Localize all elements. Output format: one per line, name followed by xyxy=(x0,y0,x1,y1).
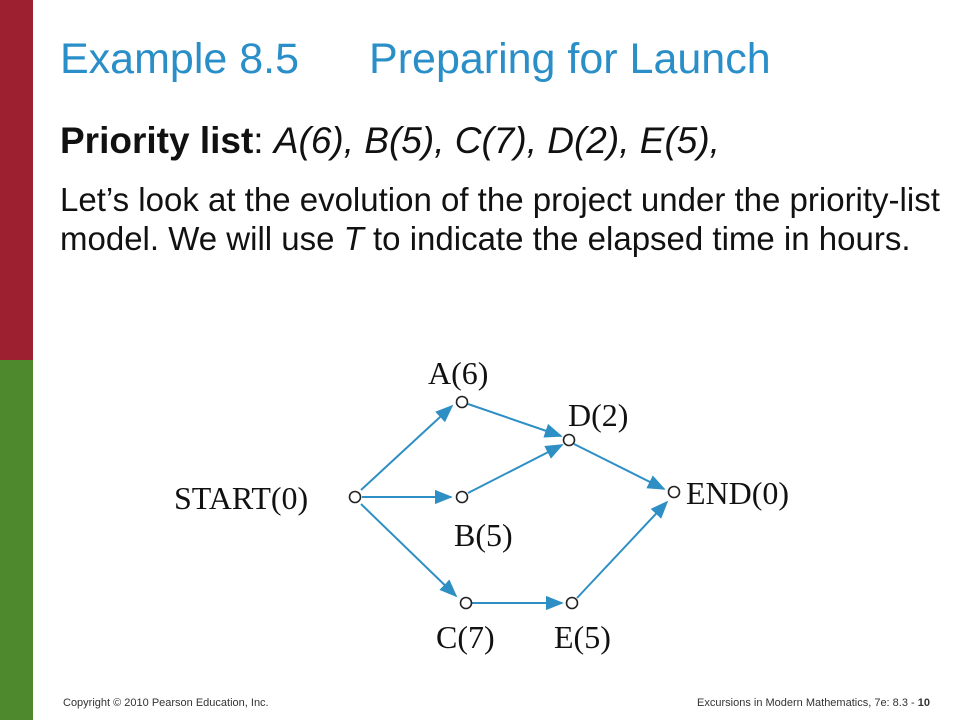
label-start: START(0) xyxy=(174,480,308,516)
label-a: A(6) xyxy=(428,355,488,391)
edge-start-c xyxy=(360,503,458,598)
priority-colon: : xyxy=(253,120,264,161)
body-part1: Let’s look at the evolution of the proje… xyxy=(60,181,940,257)
node-end xyxy=(667,485,681,499)
footer-page-number: 10 xyxy=(917,697,930,709)
edge-d-end xyxy=(573,443,666,490)
label-b: B(5) xyxy=(454,517,513,553)
priority-list-line: Priority list: A(6), B(5), C(7), D(2), E… xyxy=(60,120,720,162)
footer-book-info: Excursions in Modern Mathematics, 7e: 8.… xyxy=(697,697,930,709)
node-d xyxy=(562,433,576,447)
body-italic-t: T xyxy=(343,220,364,257)
footer-copyright: Copyright © 2010 Pearson Education, Inc. xyxy=(63,697,269,709)
edge-b-d xyxy=(467,444,564,494)
edge-e-end xyxy=(576,500,669,599)
node-e xyxy=(565,596,579,610)
footer-book: Excursions in Modern Mathematics, 7e: 8.… xyxy=(697,697,918,709)
side-bar-bottom xyxy=(0,360,33,720)
slide-title: Example 8.5 Preparing for Launch xyxy=(60,35,771,84)
node-b xyxy=(455,490,469,504)
node-start xyxy=(348,490,362,504)
side-bar-top xyxy=(0,0,33,360)
edge-a-d xyxy=(467,403,563,438)
label-e: E(5) xyxy=(554,619,611,655)
body-paragraph: Let’s look at the evolution of the proje… xyxy=(60,180,940,258)
priority-label: Priority list xyxy=(60,120,254,161)
label-d: D(2) xyxy=(568,397,628,433)
priority-items: A(6), B(5), C(7), D(2), E(5), xyxy=(273,120,720,161)
label-c: C(7) xyxy=(436,619,495,655)
node-c xyxy=(459,596,473,610)
label-end: END(0) xyxy=(686,475,789,511)
node-a xyxy=(455,395,469,409)
title-prefix: Example 8.5 xyxy=(60,35,300,83)
body-part2: to indicate the elapsed time in hours. xyxy=(363,220,911,257)
title-text: Preparing for Launch xyxy=(369,35,771,83)
edge-start-a xyxy=(360,404,454,491)
